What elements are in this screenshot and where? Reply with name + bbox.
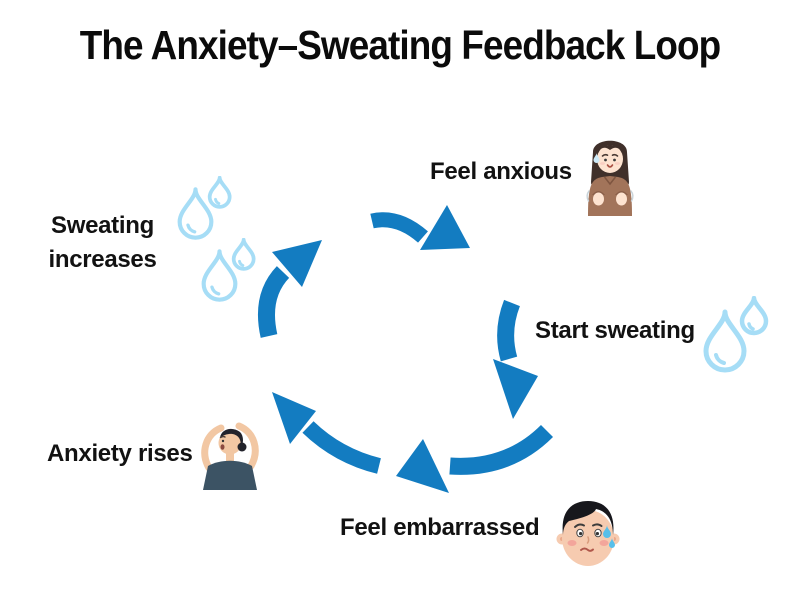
sweat-drops-icon xyxy=(699,296,769,380)
anxious-woman-icon xyxy=(586,140,634,216)
label-start-sweating: Start sweating xyxy=(535,317,695,344)
sweat-drops-icon xyxy=(172,176,234,246)
arrow-anxiety-rises-to-sweating-increases xyxy=(258,240,322,338)
label-feel-anxious: Feel anxious xyxy=(430,158,572,185)
sweat-drops-icon xyxy=(196,238,258,308)
arrow-start-sweating-to-feel-embarrassed xyxy=(396,424,554,493)
page-title: The Anxiety–Sweating Feedback Loop xyxy=(79,22,721,68)
arrow-sweating-increases-to-feel-anxious xyxy=(370,205,470,250)
arrow-feel-anxious-to-start-sweating xyxy=(493,299,538,419)
stressed-person-icon xyxy=(201,422,259,490)
label-sweating-increases: Sweating increases xyxy=(48,212,157,273)
label-feel-embarrassed: Feel embarrassed xyxy=(340,514,540,541)
arrow-feel-embarrassed-to-anxiety-rises xyxy=(272,392,382,474)
embarrassed-face-icon xyxy=(556,501,620,566)
label-anxiety-rises: Anxiety rises xyxy=(47,440,193,467)
